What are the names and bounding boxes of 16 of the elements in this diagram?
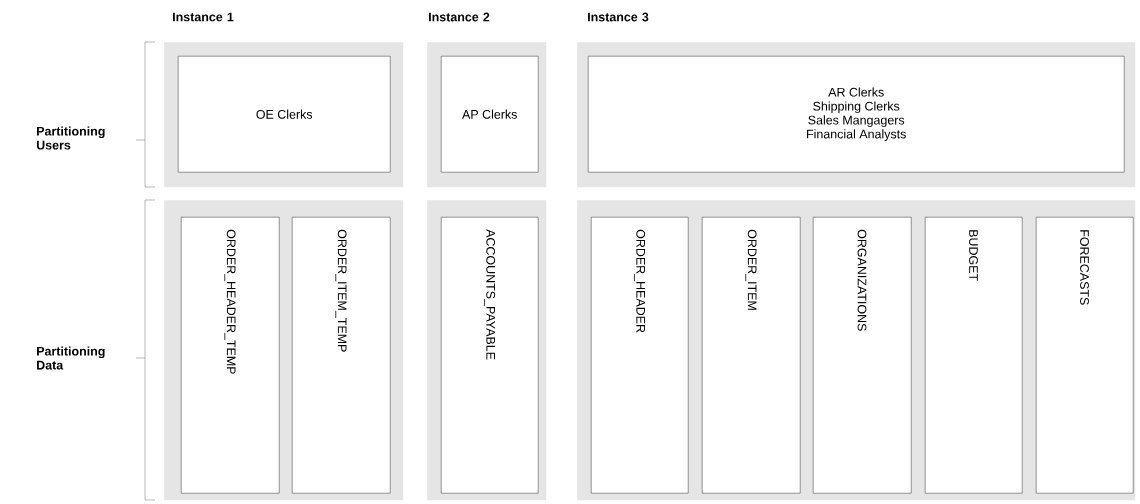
heading: Instance 1 — [173, 12, 234, 22]
heading: Instance 3 — [588, 12, 649, 22]
table-box: ORDER_HEADER_TEMP — [181, 217, 280, 494]
heading: Instance 2 — [429, 12, 490, 22]
table-box: ORDER_ITEM_TEMP — [292, 217, 391, 494]
heading: Partitioning Users — [36, 126, 105, 150]
table-box: ORDER_ITEM — [702, 217, 801, 494]
table-box: FORECASTS — [1036, 217, 1134, 494]
table-box: ORGANIZATIONS — [813, 217, 912, 494]
user-box: OE Clerks — [178, 56, 391, 173]
heading: Partitioning Data — [37, 346, 105, 370]
user-box: AR Clerks Shipping Clerks Sales Mangagers Financial Analysts — [588, 56, 1125, 173]
table-box: ACCOUNTS_PAYABLE — [441, 217, 539, 494]
table-box: ORDER_HEADER — [591, 217, 689, 494]
user-box: AP Clerks — [441, 56, 539, 173]
table-box: BUDGET — [925, 217, 1023, 494]
